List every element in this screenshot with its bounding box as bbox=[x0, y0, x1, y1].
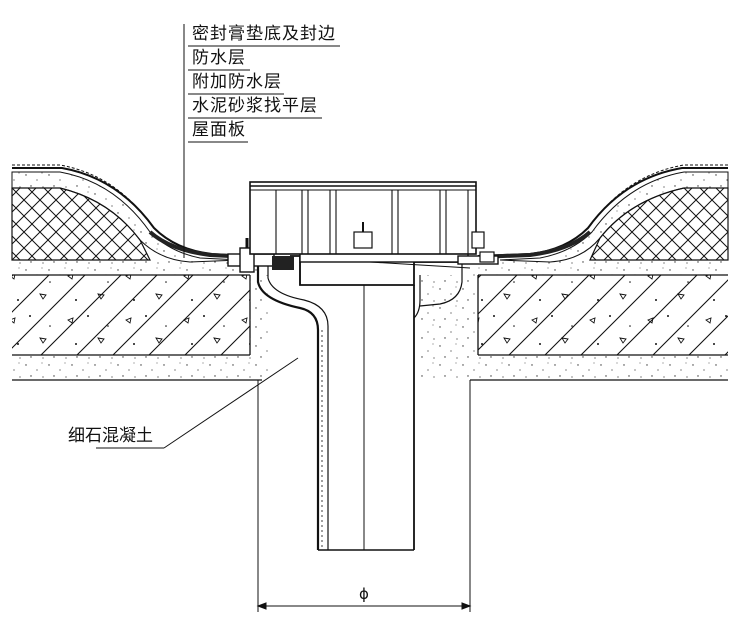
label-waterproof-layer: 防水层 bbox=[192, 48, 246, 68]
fine-concrete-fill bbox=[12, 275, 728, 381]
label-leaders bbox=[96, 24, 340, 449]
label-diameter: ϕ bbox=[359, 585, 369, 603]
insulation-humps bbox=[11, 171, 729, 263]
drain-grate bbox=[249, 181, 485, 255]
label-sealant: 密封膏垫底及封边 bbox=[192, 24, 336, 44]
diameter-dimension bbox=[256, 380, 472, 612]
waterproof-membrane bbox=[12, 164, 728, 259]
drain-body bbox=[227, 238, 499, 551]
roof-slab bbox=[12, 274, 728, 356]
label-additional-waterproof-layer: 附加防水层 bbox=[192, 72, 282, 92]
label-roof-slab: 屋面板 bbox=[192, 120, 246, 140]
screed-layer bbox=[12, 260, 728, 275]
label-cement-mortar-screed: 水泥砂浆找平层 bbox=[192, 96, 318, 116]
label-fine-concrete: 细石混凝土 bbox=[68, 426, 153, 446]
